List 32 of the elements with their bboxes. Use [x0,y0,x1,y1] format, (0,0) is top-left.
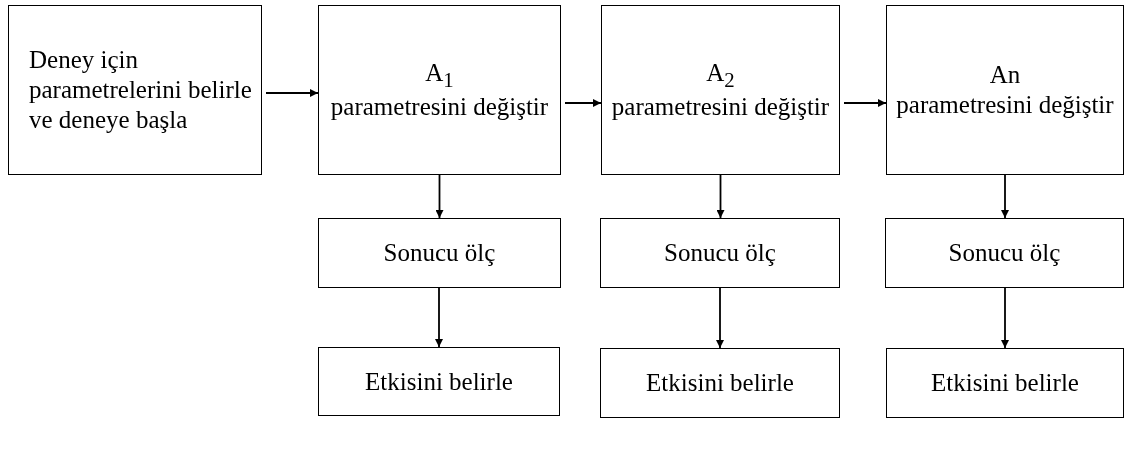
process-box [601,5,840,175]
process-box [600,218,840,288]
process-box [318,5,561,175]
arrow [564,99,602,107]
process-box [600,348,840,418]
process-box [886,5,1124,175]
box-text: parametresini değiştir [896,90,1114,120]
arrow [265,89,319,97]
process-box [886,348,1124,418]
box-text: Etkisini belirle [365,366,513,397]
box-text: Etkisini belirle [931,368,1079,398]
arrow [716,287,724,349]
process-box [318,218,561,288]
process-box [885,218,1124,288]
arrow [435,287,443,348]
box-text: Deney için parametrelerini belirle ve deneye başla [29,45,253,135]
box-text: Sonucu ölç [664,238,776,268]
arrow [716,174,725,219]
process-box [8,5,262,175]
box-text: Sonucu ölç [383,238,496,268]
box-heading: A$_{2}$ [706,57,735,93]
arrow [1001,287,1009,349]
box-text: Etkisini belirle [646,368,794,398]
box-heading: A$_{1}$ [425,57,454,93]
arrow [843,99,887,107]
arrow [1001,174,1009,219]
box-text: parametresini değiştir [611,92,830,123]
arrow [435,174,444,219]
box-text: Sonucu ölç [948,238,1061,268]
box-heading: An [989,60,1021,90]
box-text: parametresini değiştir [330,92,549,123]
process-box [318,347,560,416]
